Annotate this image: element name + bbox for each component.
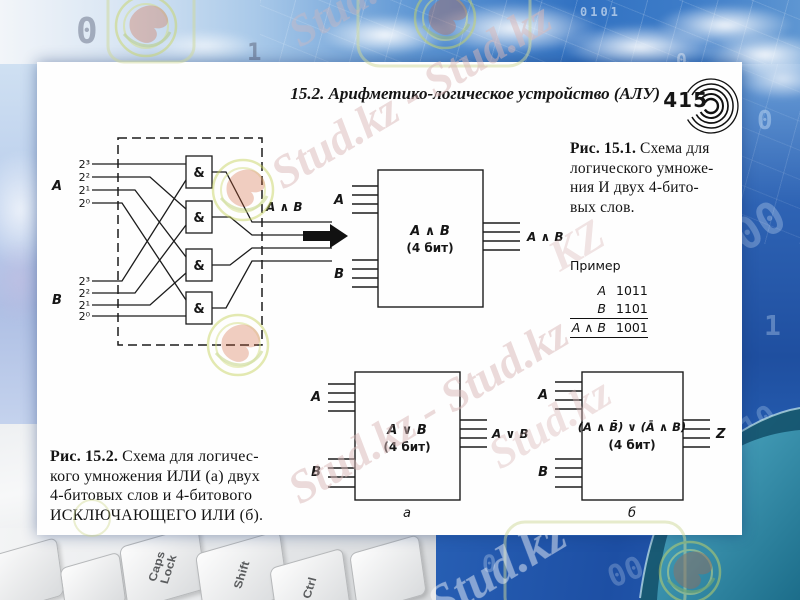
page-number: 415 (663, 88, 708, 112)
caps-lock-label: Caps Lock (145, 546, 180, 586)
keyboard: Caps Lock Shift Ctrl (0, 528, 436, 600)
fig1-caption-line: ния И двух 4-бито- (570, 179, 699, 196)
row-value: 1101 (616, 301, 648, 316)
fig2-caption-line: ИСКЛЮЧАЮЩЕГО ИЛИ (б). (50, 506, 264, 524)
binary-digit: 1 (247, 38, 262, 66)
keyboard-key-caps-lock: Caps Lock (119, 528, 207, 600)
fig2-caption-line: кого умножения ИЛИ (а) двух (50, 467, 260, 485)
table-row-result: A ∧ B 1001 (570, 318, 648, 338)
fig1-caption: Рис. 15.1.Схема для логического умноже- … (570, 139, 748, 217)
row-value: 1001 (616, 320, 648, 335)
fig2-caption-line: Схема для логичес- (122, 448, 259, 465)
ctrl-label: Ctrl (299, 575, 320, 600)
fig1-caption-line: логического умноже- (570, 159, 714, 177)
row-label: A ∧ B (571, 320, 606, 335)
fig2-caption: Рис. 15.2.Схема для логичес- кого умноже… (50, 447, 286, 525)
keyboard-key (349, 534, 427, 600)
fig2-caption-label: Рис. 15.2. (50, 448, 119, 465)
example-title: Пример (570, 258, 621, 273)
binary-digit: 0101 (580, 5, 621, 19)
fig1-caption-line: Схема для (640, 140, 710, 157)
binary-digit: 1 (764, 309, 781, 342)
fig2-caption-line: 4-битовых слов и 4-битового (50, 487, 253, 504)
cloud (150, 30, 260, 62)
section-heading: 15.2. Арифметико-логическое устройство (… (290, 84, 660, 103)
fig1-caption-label: Рис. 15.1. (570, 140, 637, 157)
cloud (320, 14, 450, 56)
shift-label: Shift (230, 559, 253, 590)
keyboard-key (59, 551, 127, 600)
binary-digit: 0 (676, 50, 687, 71)
binary-digit: 0 (482, 550, 497, 578)
fig1-caption-line: вых слов. (570, 198, 635, 216)
row-label: B (597, 301, 606, 316)
binary-digit: 1 (754, 490, 768, 515)
table-row: B 1101 (570, 300, 648, 318)
binary-digit: 0 (76, 11, 98, 52)
binary-digit: 0 (757, 106, 773, 136)
example-table: Пример A 1011 B 1101 A ∧ B 1001 (570, 258, 648, 338)
table-row: A 1011 (570, 282, 648, 300)
row-value: 1011 (616, 283, 648, 298)
binary-digit: 10 (700, 538, 725, 562)
row-label: A (597, 283, 606, 298)
keyboard-key (0, 536, 65, 600)
